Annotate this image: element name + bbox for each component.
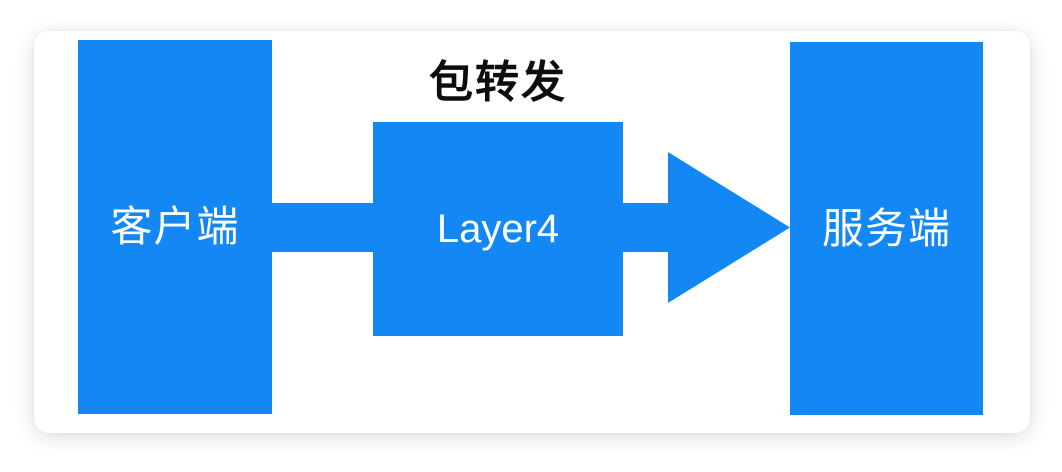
connector-client-to-layer4: [272, 203, 373, 252]
node-server: 服务端: [790, 42, 983, 415]
diagram-card: 包转发 客户端 Layer4 服务端: [34, 31, 1030, 433]
node-client: 客户端: [78, 40, 272, 414]
connector-layer4-to-arrow: [623, 203, 668, 252]
node-layer4: Layer4: [373, 122, 623, 336]
diagram-title: 包转发: [429, 58, 567, 107]
arrow-right-icon: [668, 152, 790, 303]
node-server-label: 服务端: [821, 204, 951, 252]
node-client-label: 客户端: [110, 203, 240, 250]
node-layer4-label: Layer4: [436, 207, 560, 251]
